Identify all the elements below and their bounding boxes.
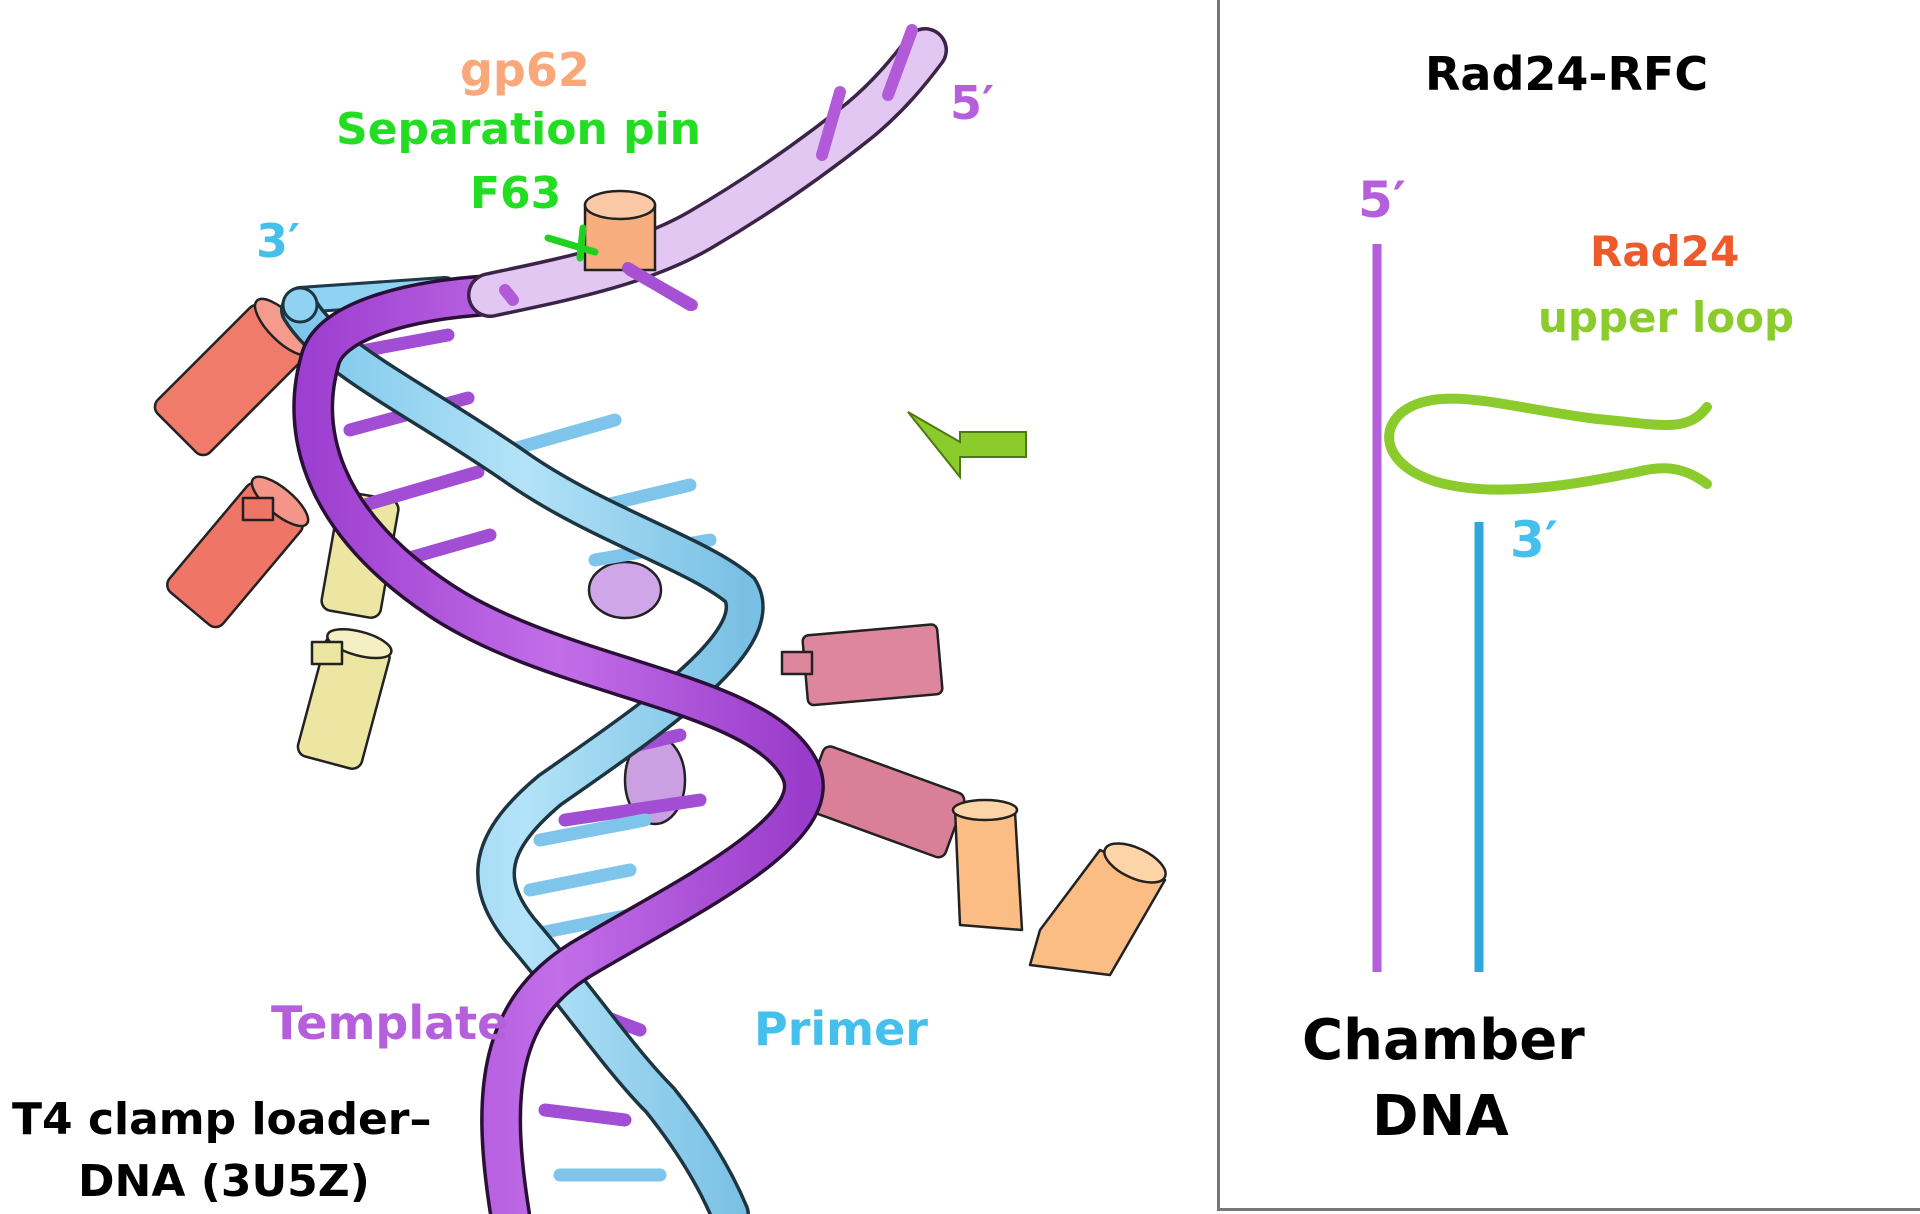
schematic-title: Rad24-RFC [1425, 47, 1709, 101]
primer-3prime-end [281, 286, 319, 324]
caption-t4-line1: T4 clamp loader– [12, 1094, 432, 1145]
helix-salmon-2 [166, 475, 310, 629]
gp62-helix [583, 189, 657, 272]
label-separation-pin: Separation pin [336, 104, 701, 155]
template-strand [292, 274, 825, 1214]
label-primer: Primer [754, 1002, 928, 1056]
caption-t4-line2: DNA (3U5Z) [78, 1156, 370, 1207]
upper-loop-curve [1384, 393, 1712, 495]
right-panel-schematic: Rad24-RFC 5′ Rad24 upper loop 3′ Chamber… [1217, 0, 1920, 1211]
helix-orange-2 [1028, 848, 1167, 977]
separation-pin-f63 [544, 224, 599, 262]
helix-lavender-1 [587, 560, 663, 620]
label-template: Template [271, 996, 509, 1050]
label-upper-loop: upper loop [1538, 293, 1795, 342]
helix-orange-1 [953, 806, 1024, 932]
label-separation-pin-residue: F63 [470, 168, 562, 219]
schematic-drawing [1372, 244, 1712, 972]
label-right-3prime: 3′ [1510, 511, 1558, 569]
caption-chamber: Chamber [1302, 1008, 1585, 1073]
caption-dna: DNA [1372, 1084, 1509, 1149]
label-rad24: Rad24 [1590, 227, 1740, 276]
helix-pink-2 [803, 745, 966, 859]
helix-yellow-2 [296, 627, 393, 770]
label-gp62: gp62 [460, 43, 590, 97]
helix-pink-1 [801, 623, 944, 707]
label-right-5prime: 5′ [1358, 171, 1406, 229]
label-left-5prime: 5′ [950, 76, 995, 130]
green-left-arrow-icon [907, 411, 1027, 480]
label-left-3prime: 3′ [256, 214, 301, 268]
